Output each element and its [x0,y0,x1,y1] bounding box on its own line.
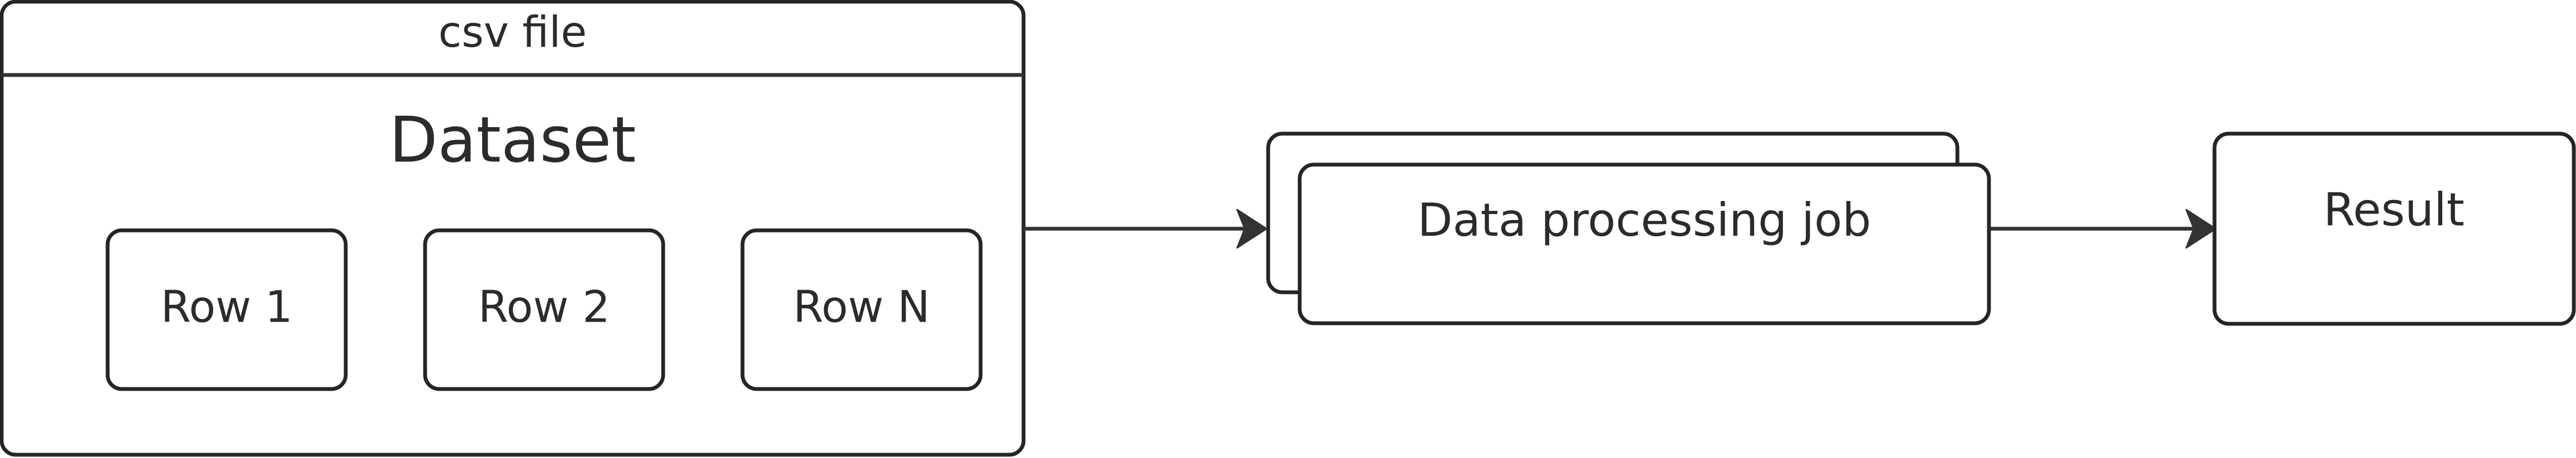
result-label: Result [2323,183,2465,236]
row-box-1-border [105,228,348,391]
result-node: Result [2212,131,2576,326]
row-box-1: Row 1 [105,228,348,391]
arrow-dataset-to-job [1024,209,1268,249]
data-processing-job-label: Data processing job [1418,193,1872,247]
row-label-1: Row 1 [161,282,293,332]
result-box-border [2212,131,2576,326]
row-label-2: Row 2 [478,282,610,332]
dataset-heading: Dataset [389,104,636,177]
row-box-2: Row 2 [423,228,665,391]
row-label-n: Row N [793,282,930,332]
data-processing-job-stack: Data processing job [1266,131,1991,325]
csv-file-title: csv file [438,8,587,57]
row-box-n-border [740,228,983,391]
data-processing-job-front-card [1298,162,1991,325]
row-box-2-border [423,228,665,391]
arrow-job-to-result-head [2185,209,2217,249]
arrow-job-to-result [1989,209,2217,249]
csv-file-container: csv file Dataset Row 1 Row 2 Row N [0,0,1026,457]
arrow-dataset-to-job-head [1236,209,1268,249]
row-box-n: Row N [740,228,983,391]
